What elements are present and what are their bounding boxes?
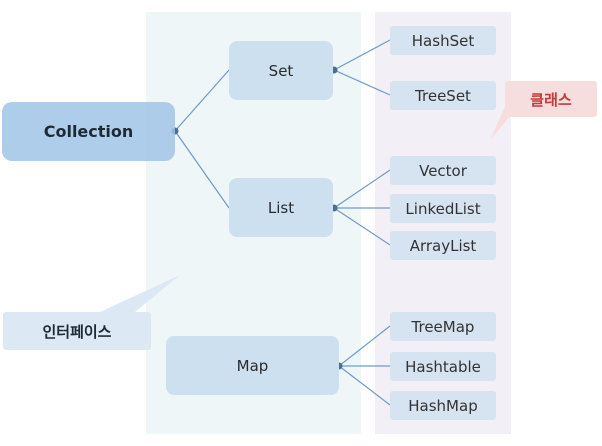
class-callout: 클래스 bbox=[505, 81, 597, 117]
map-interface-node: Map bbox=[166, 336, 339, 395]
list-interface-node: List bbox=[229, 178, 333, 237]
link-set-hashset bbox=[333, 39, 391, 71]
hashtable-label: Hashtable bbox=[405, 357, 481, 376]
collection-label: Collection bbox=[43, 122, 134, 141]
class-callout-label: 클래스 bbox=[530, 90, 572, 109]
link-list-arraylist bbox=[333, 207, 391, 246]
set-label: Set bbox=[268, 61, 294, 80]
vector-label: Vector bbox=[419, 161, 467, 180]
hashset-class-node: HashSet bbox=[390, 26, 496, 55]
linkedlist-class-node: LinkedList bbox=[390, 194, 496, 223]
treeset-class-node: TreeSet bbox=[390, 81, 496, 110]
linkedlist-label: LinkedList bbox=[405, 199, 481, 218]
hashset-label: HashSet bbox=[411, 31, 475, 50]
link-collection-list bbox=[174, 130, 230, 209]
list-label: List bbox=[267, 198, 295, 217]
link-collection-set bbox=[174, 69, 230, 132]
arraylist-class-node: ArrayList bbox=[390, 231, 496, 260]
treeset-label: TreeSet bbox=[415, 86, 471, 105]
vector-class-node: Vector bbox=[390, 156, 496, 185]
interface-callout: 인터페이스 bbox=[3, 312, 151, 350]
hashtable-class-node: Hashtable bbox=[390, 352, 496, 381]
link-set-treeset bbox=[333, 69, 391, 96]
link-map-treemap bbox=[338, 325, 391, 367]
arraylist-label: ArrayList bbox=[409, 236, 477, 255]
link-list-vector bbox=[333, 169, 391, 209]
treemap-label: TreeMap bbox=[411, 317, 475, 336]
hashmap-label: HashMap bbox=[408, 396, 478, 415]
interface-callout-label: 인터페이스 bbox=[42, 322, 112, 341]
set-interface-node: Set bbox=[229, 41, 333, 100]
link-map-hashmap bbox=[338, 365, 391, 406]
hashmap-class-node: HashMap bbox=[390, 391, 496, 420]
map-label: Map bbox=[236, 356, 269, 375]
interface-callout-pointer bbox=[100, 275, 180, 312]
collection-node: Collection bbox=[2, 102, 175, 161]
treemap-class-node: TreeMap bbox=[390, 312, 496, 341]
